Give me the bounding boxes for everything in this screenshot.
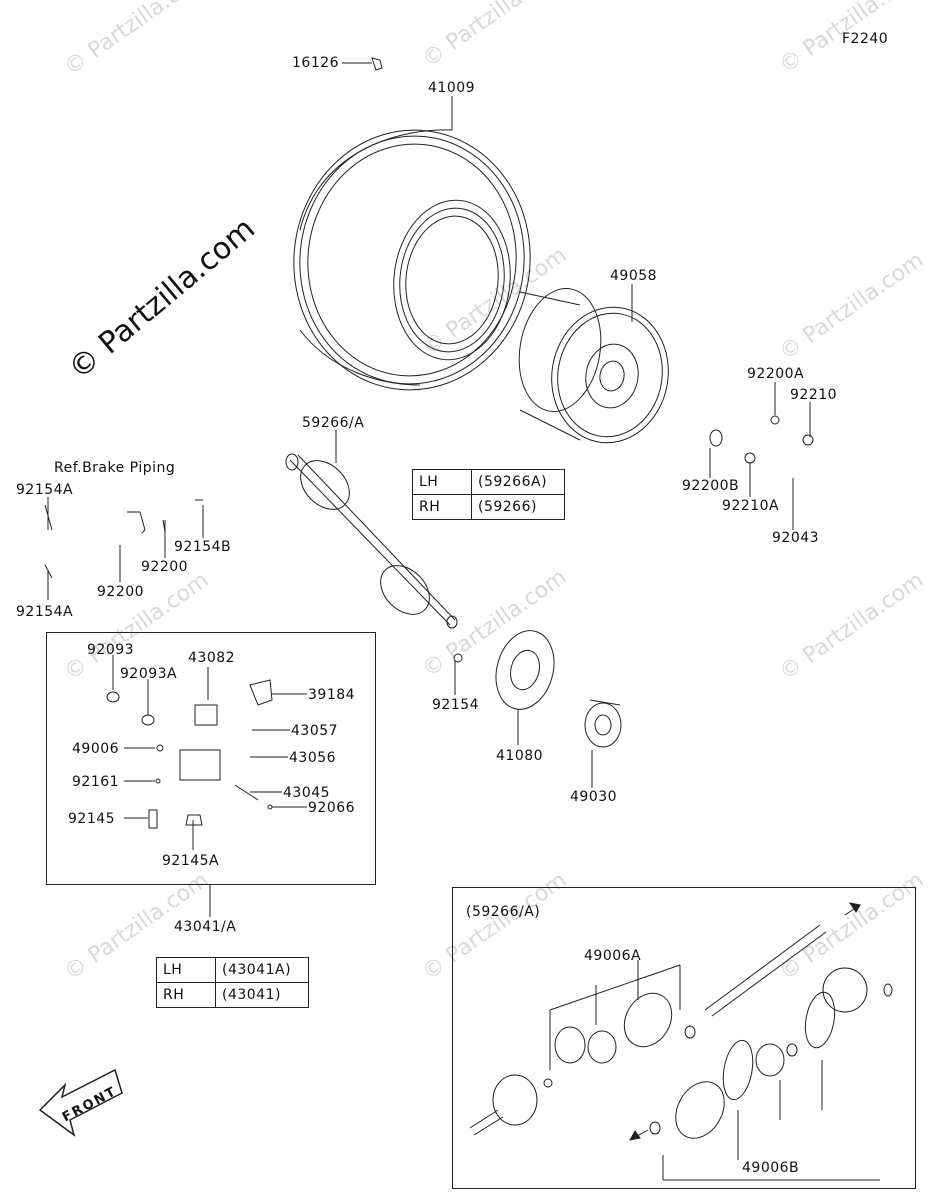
- part-label[interactable]: 92200: [141, 559, 189, 575]
- part-label[interactable]: 49058: [610, 268, 658, 284]
- hub-drawing: [584, 699, 622, 748]
- part-label[interactable]: 92200B: [682, 478, 740, 494]
- part-label[interactable]: 92154: [432, 697, 480, 713]
- part-label[interactable]: 49006B: [742, 1160, 800, 1176]
- part-label[interactable]: 41009: [428, 80, 476, 96]
- nuts-drawing: [709, 415, 814, 505]
- part-label[interactable]: 92093: [87, 642, 135, 658]
- part-cell[interactable]: (59266): [471, 494, 565, 520]
- part-label[interactable]: 43057: [291, 723, 339, 739]
- part-label[interactable]: 59266/A: [302, 415, 365, 431]
- cv-joint-inset-box: [452, 887, 916, 1189]
- part-cell[interactable]: (43041): [215, 982, 309, 1008]
- part-label[interactable]: 92154B: [174, 539, 232, 555]
- valve-stem-drawing: [371, 57, 383, 71]
- part-label[interactable]: 92154A: [16, 604, 74, 620]
- part-label[interactable]: 49030: [570, 789, 618, 805]
- part-label[interactable]: 92200A: [747, 366, 805, 382]
- drive-shaft-drawing: [285, 453, 458, 629]
- side-cell: RH: [412, 494, 472, 520]
- table-row: RH (43041): [156, 982, 309, 1008]
- part-label[interactable]: 92145A: [162, 853, 220, 869]
- part-label[interactable]: 16126: [292, 55, 340, 71]
- part-label[interactable]: 39184: [308, 687, 356, 703]
- brake-disc-drawing: [495, 630, 555, 710]
- side-cell: LH: [412, 469, 472, 495]
- part-label[interactable]: 92093A: [120, 666, 178, 682]
- part-label[interactable]: 43045: [283, 785, 331, 801]
- diagram-code: F2240: [842, 31, 889, 47]
- table-row: RH (59266): [412, 494, 565, 520]
- front-arrow-drawing: [38, 1068, 123, 1137]
- caliper-side-table: LH (43041A) RH (43041): [156, 957, 309, 1008]
- side-cell: RH: [156, 982, 216, 1008]
- part-label[interactable]: 41080: [496, 748, 544, 764]
- part-label[interactable]: 92043: [772, 530, 820, 546]
- part-label[interactable]: 43056: [289, 750, 337, 766]
- part-cell[interactable]: (59266A): [471, 469, 565, 495]
- part-label[interactable]: 92066: [308, 800, 356, 816]
- part-label[interactable]: 92161: [72, 774, 120, 790]
- part-label[interactable]: 92210: [790, 387, 838, 403]
- part-label[interactable]: 49006: [72, 741, 120, 757]
- inset-title: (59266/A): [466, 904, 541, 920]
- part-label[interactable]: 49006A: [584, 948, 642, 964]
- tire-drawing: [293, 129, 531, 391]
- part-label[interactable]: 43041/A: [174, 919, 237, 935]
- caliper-parts-box: [46, 632, 376, 885]
- part-label[interactable]: 43082: [188, 650, 236, 666]
- part-cell[interactable]: (43041A): [215, 957, 309, 983]
- part-label[interactable]: 92154A: [16, 482, 74, 498]
- table-row: LH (43041A): [156, 957, 309, 983]
- rim-drawing: [518, 288, 669, 444]
- ref-note: Ref.Brake Piping: [54, 460, 176, 476]
- part-label[interactable]: 92200: [97, 584, 145, 600]
- axle-side-table: LH (59266A) RH (59266): [412, 469, 565, 520]
- brake-piping-parts-drawing: [44, 499, 463, 663]
- part-label[interactable]: 92145: [68, 811, 116, 827]
- table-row: LH (59266A): [412, 469, 565, 495]
- side-cell: LH: [156, 957, 216, 983]
- cv-joint-kit-drawing: [469, 902, 893, 1181]
- part-label[interactable]: 92210A: [722, 498, 780, 514]
- caliper-parts-drawing: [106, 679, 273, 829]
